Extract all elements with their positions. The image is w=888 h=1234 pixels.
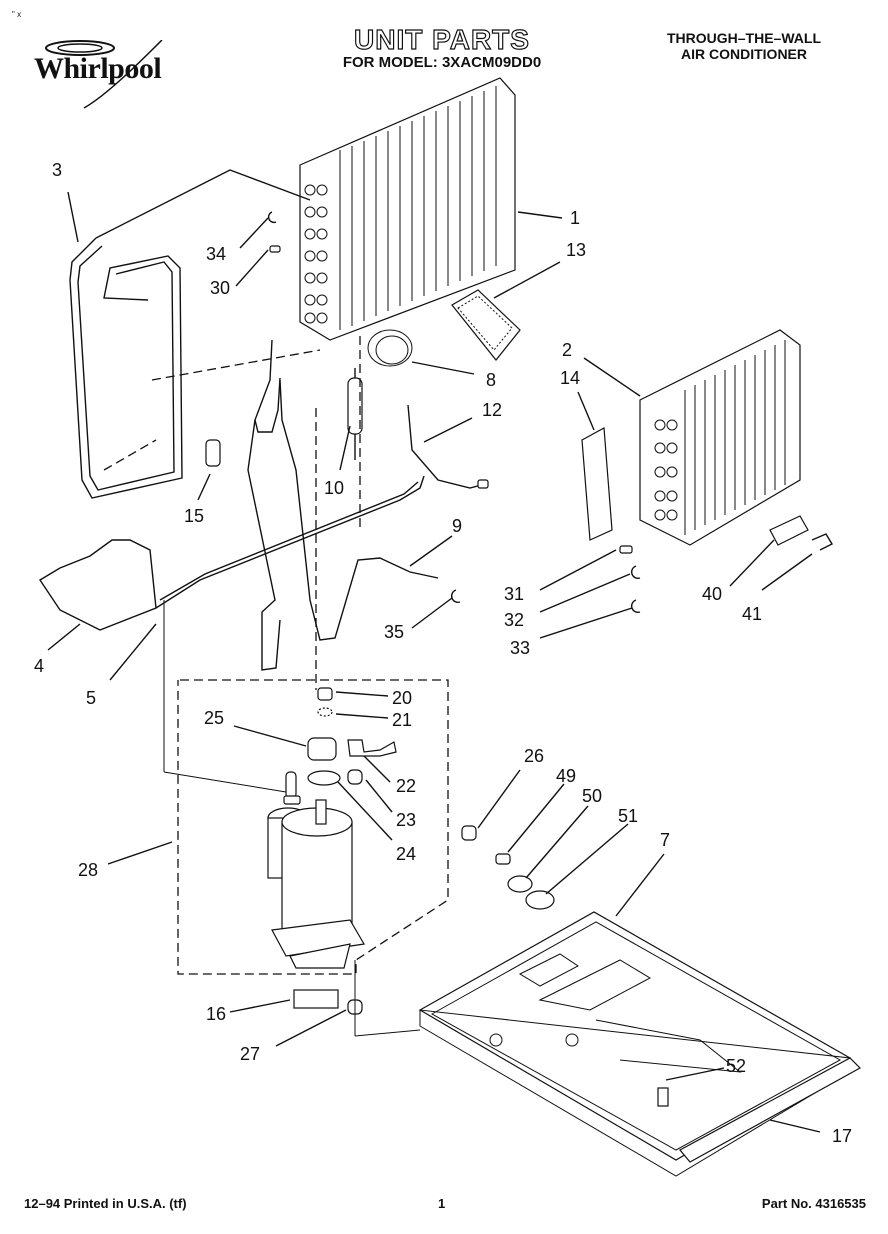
clip-32	[630, 565, 641, 580]
gasket-strip-14	[581, 427, 613, 541]
tube-12	[407, 404, 486, 489]
overload-25	[307, 737, 337, 761]
callout-16: 16	[206, 1004, 227, 1024]
callout-40: 40	[702, 584, 723, 604]
bushing-50	[507, 875, 533, 893]
callout-22: 22	[396, 776, 417, 796]
tubing-assembly-3	[69, 169, 311, 499]
callout-8: 8	[486, 370, 497, 390]
callout-26: 26	[524, 746, 545, 766]
callout-21: 21	[392, 710, 413, 730]
callout-20: 20	[392, 688, 413, 708]
pin-30	[269, 245, 281, 253]
grommet-23	[347, 769, 363, 785]
page-title: UNIT PARTS	[353, 23, 530, 55]
callout-52: 52	[726, 1056, 747, 1076]
gasket-strip-17	[679, 1057, 861, 1163]
tubing-assembly-5	[39, 339, 439, 671]
callout-51: 51	[618, 806, 639, 826]
model-line: FOR MODEL: 3XACM09DD0	[342, 54, 542, 71]
callout-12: 12	[482, 400, 503, 420]
callout-49: 49	[556, 766, 577, 786]
callout-34: 34	[206, 244, 227, 264]
evaporator-coil	[299, 77, 516, 341]
callout-28: 28	[78, 860, 99, 880]
clip-34	[267, 211, 277, 224]
compressor	[267, 771, 365, 969]
callout-31: 31	[504, 584, 525, 604]
callout-15: 15	[184, 506, 205, 526]
pin-31	[619, 545, 633, 554]
callout-9: 9	[452, 516, 463, 536]
callout-17: 17	[832, 1126, 853, 1146]
dashed-guides	[103, 336, 361, 690]
filter-pad-13	[451, 289, 521, 361]
page-number: 1	[438, 1196, 446, 1211]
callout-27: 27	[240, 1044, 261, 1064]
callout-14: 14	[560, 368, 581, 388]
callout-2: 2	[562, 340, 573, 360]
callout-25: 25	[204, 708, 225, 728]
callout-33: 33	[510, 638, 531, 658]
nut-20	[317, 687, 333, 701]
print-info: 12–94 Printed in U.S.A. (tf)	[24, 1196, 187, 1211]
callout-41: 41	[742, 604, 763, 624]
category-line-2: AIR CONDITIONER	[681, 46, 807, 62]
gasket-24	[307, 770, 341, 786]
callout-5: 5	[86, 688, 97, 708]
brand-logo-swirl	[45, 40, 163, 109]
callout-7: 7	[660, 830, 671, 850]
screw-49	[495, 853, 511, 865]
callout-30: 30	[210, 278, 231, 298]
condenser-coil	[639, 329, 801, 546]
gasket-51	[525, 890, 555, 910]
callout-23: 23	[396, 810, 417, 830]
clip-41	[811, 533, 833, 551]
callout-35: 35	[384, 622, 405, 642]
callout-50: 50	[582, 786, 603, 806]
callout-13: 13	[566, 240, 587, 260]
terminal-cover-22	[347, 739, 397, 757]
clip-33	[630, 599, 641, 614]
callout-1: 1	[570, 208, 581, 228]
callout-10: 10	[324, 478, 345, 498]
leader-lines	[47, 191, 821, 1133]
category-line-1: THROUGH–THE–WALL	[667, 30, 821, 46]
brand-logo: Whirlpool	[34, 52, 162, 85]
washer-21	[317, 707, 333, 717]
nut-26	[461, 825, 477, 841]
callout-32: 32	[504, 610, 525, 630]
basepan-7	[418, 911, 852, 1177]
bracket-40	[769, 515, 809, 546]
corner-marks: " x	[12, 10, 22, 19]
pad-16	[293, 989, 339, 1009]
capillary-assembly	[347, 329, 413, 460]
callout-24: 24	[396, 844, 417, 864]
compressor-group-box	[177, 679, 449, 975]
sleeve-15	[205, 439, 221, 467]
callout-3: 3	[52, 160, 63, 180]
clip-35	[450, 589, 461, 604]
part-number: Part No. 4316535	[761, 1196, 866, 1211]
callout-4: 4	[34, 656, 45, 676]
